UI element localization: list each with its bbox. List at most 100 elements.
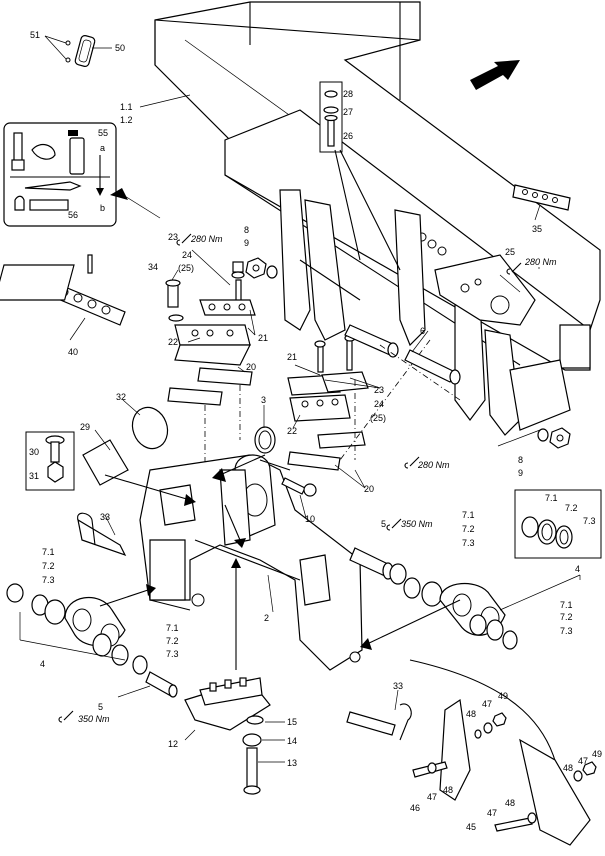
label-48-d: 48 (505, 798, 515, 808)
lubrication-inset (3, 122, 117, 227)
label-3: 3 (261, 395, 266, 405)
assembly-arrows (99, 259, 461, 650)
label-5-right: 5 (381, 519, 386, 529)
label-8-top: 8 (244, 225, 249, 235)
label-24-right: 24 (374, 399, 384, 409)
label-14: 14 (287, 736, 297, 746)
label-34: 34 (148, 262, 158, 272)
wrench-icon-350-a (386, 518, 402, 531)
wrench-icon-350-b (58, 710, 74, 723)
label-29: 29 (80, 422, 90, 432)
label-47-d: 47 (487, 808, 497, 818)
label-7-3-right: 7.3 (560, 626, 573, 636)
label-7-1-left: 7.1 (42, 547, 55, 557)
label-25-top: (25) (178, 263, 194, 273)
label-48-c: 48 (563, 763, 573, 773)
bolt-stack-26-28 (319, 81, 401, 271)
upper-brackets (279, 189, 571, 436)
label-49-b: 49 (592, 749, 602, 759)
label-32: 32 (116, 392, 126, 402)
label-25: 25 (505, 247, 515, 257)
label-23-right: 23 (374, 385, 384, 395)
part-labels: 51 50 1.1 1.2 55 a b 56 28 27 26 35 23 2… (29, 30, 602, 832)
direction-arrow (470, 60, 520, 90)
tag-plate-50 (44, 34, 112, 68)
right-pin-assembly (349, 547, 518, 650)
hitch-block-12 (184, 558, 271, 795)
torque-280-right: 280 Nm (524, 257, 557, 267)
label-7-2-inset: 7.2 (565, 503, 578, 513)
torque-350-left: 350 Nm (78, 714, 110, 724)
label-48-b: 48 (443, 785, 453, 795)
plate-25 (434, 254, 536, 326)
label-7-2-mid: 7.2 (166, 636, 179, 646)
label-23-top: 23 (168, 232, 178, 242)
label-35: 35 (532, 224, 542, 234)
label-12: 12 (168, 739, 178, 749)
clevis-33-left (77, 512, 127, 557)
label-4-right: 4 (575, 564, 580, 574)
ring-3 (254, 426, 276, 454)
label-26: 26 (343, 131, 353, 141)
washer-inset (514, 489, 602, 559)
cover-32 (131, 406, 169, 450)
label-33-right: 33 (393, 681, 403, 691)
detail-45-49 (409, 659, 597, 846)
label-7-1-mid: 7.1 (166, 623, 179, 633)
swivel-frame-2 (139, 454, 363, 671)
nut-8-9-top (245, 257, 278, 279)
label-56: 56 (68, 210, 78, 220)
label-46: 46 (410, 803, 420, 813)
label-7-2-left: 7.2 (42, 561, 55, 571)
right-clamp-set (287, 334, 431, 471)
label-5-left: 5 (98, 702, 103, 712)
leader-lines (19, 94, 581, 763)
pin-10 (281, 477, 317, 497)
label-13: 13 (287, 758, 297, 768)
label-7-3-a: 7.3 (462, 538, 475, 548)
label-27: 27 (343, 107, 353, 117)
label-48-a: 48 (466, 709, 476, 719)
strap-40 (0, 254, 126, 341)
label-7-1-a: 7.1 (462, 510, 475, 520)
label-49-a: 49 (498, 691, 508, 701)
label-40: 40 (68, 347, 78, 357)
torque-280-top: 280 Nm (190, 234, 223, 244)
label-4-left: 4 (40, 659, 45, 669)
label-20-right: 20 (364, 484, 374, 494)
label-21-left: 21 (258, 333, 268, 343)
label-25-right: (25) (370, 413, 386, 423)
label-55: 55 (98, 128, 108, 138)
label-a: a (100, 143, 105, 153)
label-7-1-inset: 7.1 (545, 493, 558, 503)
label-1-2: 1.2 (120, 115, 133, 125)
label-50: 50 (115, 43, 125, 53)
label-b: b (100, 203, 105, 213)
label-6: 6 (420, 326, 425, 336)
label-7-1-right: 7.1 (560, 600, 573, 610)
wrench-icon-280-c (404, 456, 420, 469)
label-7-3-left: 7.3 (42, 575, 55, 585)
label-1-1: 1.1 (120, 102, 133, 112)
label-2: 2 (264, 613, 269, 623)
label-20-left: 20 (246, 362, 256, 372)
strap-35 (512, 184, 571, 221)
label-7-2-a: 7.2 (462, 524, 475, 534)
wrench-icon-280-a (176, 233, 192, 246)
label-24-top: 24 (182, 250, 192, 260)
label-30: 30 (29, 447, 39, 457)
label-47-a: 47 (482, 699, 492, 709)
left-pin-assembly (6, 583, 178, 698)
label-7-2-right: 7.2 (560, 612, 573, 622)
label-10: 10 (305, 514, 315, 524)
torque-350-right: 350 Nm (401, 519, 433, 529)
clevis-33-right (346, 703, 412, 741)
label-47-b: 47 (427, 792, 437, 802)
label-31: 31 (29, 471, 39, 481)
wrench-icon-280-b (506, 262, 522, 275)
label-22-left: 22 (168, 337, 178, 347)
label-51: 51 (30, 30, 40, 40)
label-21-right: 21 (287, 352, 297, 362)
torque-280-lower: 280 Nm (417, 460, 450, 470)
